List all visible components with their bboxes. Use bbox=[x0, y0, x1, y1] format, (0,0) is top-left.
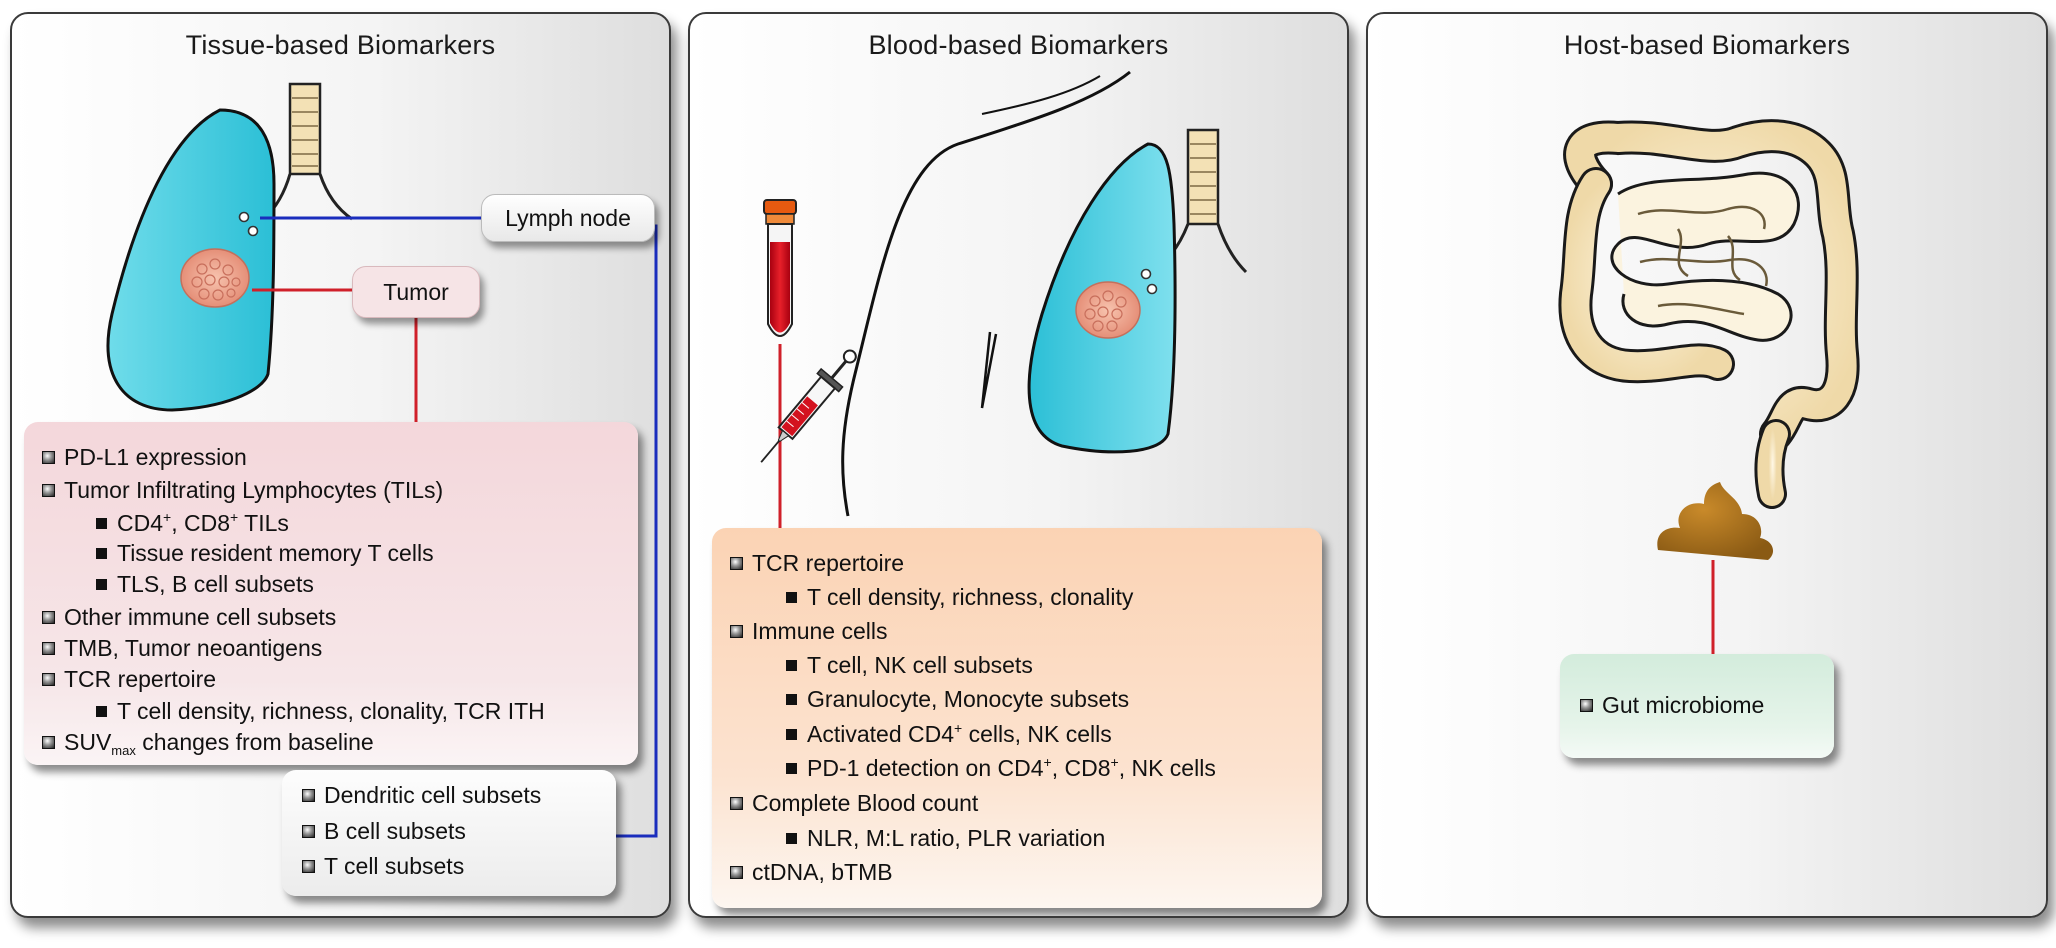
list-item: T cell, NK cell subsets bbox=[786, 652, 1033, 679]
syringe-icon bbox=[760, 349, 857, 463]
list-item: NLR, M:L ratio, PLR variation bbox=[786, 825, 1105, 852]
stool-icon bbox=[1657, 482, 1774, 560]
blood-biomarker-list: TCR repertoire T cell density, richness,… bbox=[712, 528, 1322, 908]
blood-illustration bbox=[760, 70, 1248, 538]
list-item: Complete Blood count bbox=[730, 790, 978, 817]
list-item: Activated CD4+ cells, NK cells bbox=[786, 721, 1112, 748]
list-item: Gut microbiome bbox=[1580, 692, 1764, 719]
list-item: SUVmax changes from baseline bbox=[42, 729, 374, 757]
list-item: Other immune cell subsets bbox=[42, 604, 336, 631]
list-item: Granulocyte, Monocyte subsets bbox=[786, 686, 1129, 713]
host-panel-title: Host-based Biomarkers bbox=[1563, 30, 1851, 60]
list-item: Tissue resident memory T cells bbox=[96, 540, 434, 567]
tissue-panel-title: Tissue-based Biomarkers bbox=[185, 30, 496, 60]
tumor-icon bbox=[180, 248, 250, 308]
list-item: PD-1 detection on CD4+, CD8+, NK cells bbox=[786, 755, 1216, 782]
tumor-label: Tumor bbox=[352, 266, 480, 318]
host-illustration bbox=[1558, 119, 1860, 670]
tissue-illustration bbox=[106, 82, 658, 838]
tumor-biomarker-list: PD-L1 expression Tumor Infiltrating Lymp… bbox=[24, 422, 638, 765]
tumor-icon bbox=[1075, 281, 1141, 339]
list-item: T cell density, richness, clonality, TCR… bbox=[96, 698, 545, 725]
list-item: TCR repertoire bbox=[730, 550, 904, 577]
host-panel: Host-based Biomarkers bbox=[1366, 12, 2048, 918]
list-item: B cell subsets bbox=[302, 818, 466, 845]
list-item: T cell density, richness, clonality bbox=[786, 584, 1133, 611]
blood-tube-icon bbox=[763, 199, 797, 337]
blood-panel: Blood-based Biomarkers bbox=[688, 12, 1349, 918]
list-item: PD-L1 expression bbox=[42, 444, 247, 471]
intestine-icon bbox=[1558, 119, 1860, 509]
list-item: Dendritic cell subsets bbox=[302, 782, 541, 809]
trachea-icon bbox=[262, 82, 353, 221]
gut-microbiome-box: Gut microbiome bbox=[1560, 654, 1834, 758]
list-item: CD4+, CD8+ TILs bbox=[96, 510, 289, 537]
list-item: Tumor Infiltrating Lymphocytes (TILs) bbox=[42, 477, 443, 504]
list-item: TMB, Tumor neoantigens bbox=[42, 635, 322, 662]
lymph-node-biomarker-list: Dendritic cell subsets B cell subsets T … bbox=[282, 770, 616, 896]
list-item: ctDNA, bTMB bbox=[730, 859, 893, 886]
lymph-node-label: Lymph node bbox=[481, 194, 655, 242]
list-item: TCR repertoire bbox=[42, 666, 216, 693]
tissue-panel: Tissue-based Biomarkers bbox=[10, 12, 671, 918]
list-item: T cell subsets bbox=[302, 853, 464, 880]
list-item: Immune cells bbox=[730, 618, 887, 645]
blood-panel-title: Blood-based Biomarkers bbox=[868, 30, 1169, 60]
list-item: TLS, B cell subsets bbox=[96, 571, 314, 598]
